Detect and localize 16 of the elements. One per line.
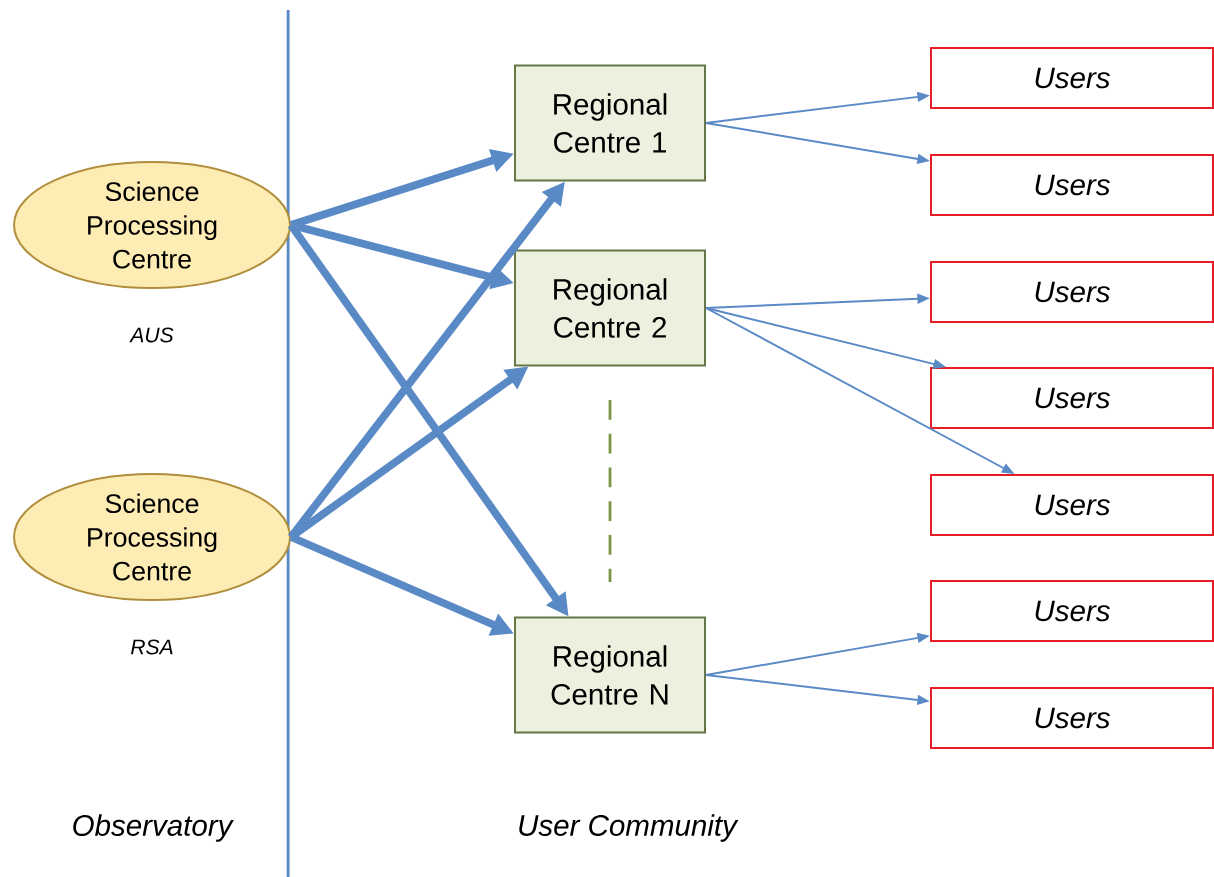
ellipse-node: Science Processing Centre <box>13 473 291 601</box>
users-box: Users <box>930 580 1214 642</box>
caption-text: RSA <box>130 639 173 655</box>
users-box: Users <box>930 47 1214 109</box>
users-box: Users <box>930 687 1214 749</box>
process-box: Regional Centre 1 <box>514 64 706 182</box>
users-box: Users <box>930 367 1214 429</box>
process-box: Regional Centre 2 <box>514 249 706 367</box>
users-box: Users <box>930 261 1214 323</box>
caption-text: AUS <box>129 327 174 343</box>
users-box: Users <box>930 474 1214 536</box>
users-box: Users <box>930 154 1214 216</box>
region-label: Observatory <box>73 814 234 842</box>
ellipse-node: Science Processing Centre <box>13 161 291 289</box>
process-box: Regional Centre N <box>514 616 706 734</box>
region-label: User Community <box>519 814 739 842</box>
